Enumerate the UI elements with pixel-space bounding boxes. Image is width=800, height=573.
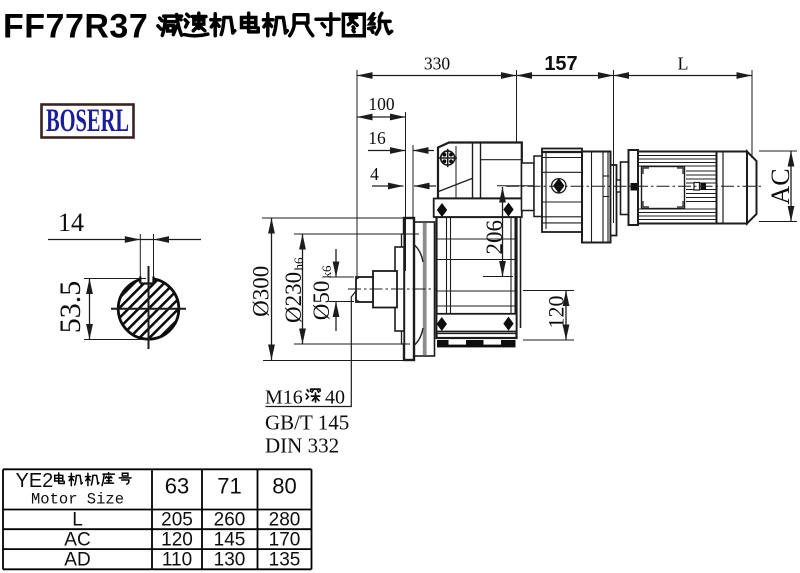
svg-text:AD: AD bbox=[64, 550, 90, 571]
svg-text:100: 100 bbox=[368, 94, 395, 114]
svg-text:Ø50: Ø50 bbox=[309, 281, 334, 321]
svg-text:L: L bbox=[72, 510, 83, 531]
svg-text:FF77R37: FF77R37 bbox=[3, 8, 148, 46]
svg-text:145: 145 bbox=[214, 530, 246, 551]
svg-text:h6: h6 bbox=[291, 257, 306, 271]
svg-text:4: 4 bbox=[370, 164, 379, 184]
svg-text:40: 40 bbox=[325, 387, 345, 409]
svg-text:14: 14 bbox=[58, 208, 84, 237]
svg-text:280: 280 bbox=[269, 510, 301, 531]
svg-text:16: 16 bbox=[368, 128, 386, 148]
svg-text:71: 71 bbox=[217, 474, 241, 499]
svg-text:120: 120 bbox=[161, 530, 193, 551]
svg-text:GB/T 145: GB/T 145 bbox=[265, 411, 349, 435]
svg-text:135: 135 bbox=[269, 550, 301, 571]
svg-text:205: 205 bbox=[161, 510, 193, 531]
svg-text:63: 63 bbox=[165, 474, 189, 499]
svg-text:DIN 332: DIN 332 bbox=[265, 434, 339, 458]
svg-text:157: 157 bbox=[544, 53, 577, 75]
svg-text:130: 130 bbox=[214, 550, 246, 571]
svg-text:L: L bbox=[678, 54, 689, 74]
svg-text:206: 206 bbox=[482, 220, 507, 255]
svg-text:M16: M16 bbox=[265, 387, 303, 409]
svg-text:YE2: YE2 bbox=[16, 470, 54, 492]
svg-text:AC: AC bbox=[64, 530, 90, 551]
svg-text:120: 120 bbox=[544, 296, 569, 329]
svg-text:330: 330 bbox=[424, 54, 451, 74]
svg-text:80: 80 bbox=[272, 474, 296, 499]
svg-text:k6: k6 bbox=[319, 265, 334, 279]
svg-text:Motor Size: Motor Size bbox=[31, 491, 124, 509]
svg-text:170: 170 bbox=[269, 530, 301, 551]
svg-text:260: 260 bbox=[214, 510, 246, 531]
svg-text:110: 110 bbox=[162, 550, 192, 571]
svg-text:BOSERL: BOSERL bbox=[46, 103, 129, 139]
svg-text:Ø230: Ø230 bbox=[281, 272, 306, 323]
svg-text:Ø300: Ø300 bbox=[249, 266, 274, 317]
svg-text:53.5: 53.5 bbox=[54, 281, 87, 334]
svg-text:AC: AC bbox=[766, 168, 795, 204]
